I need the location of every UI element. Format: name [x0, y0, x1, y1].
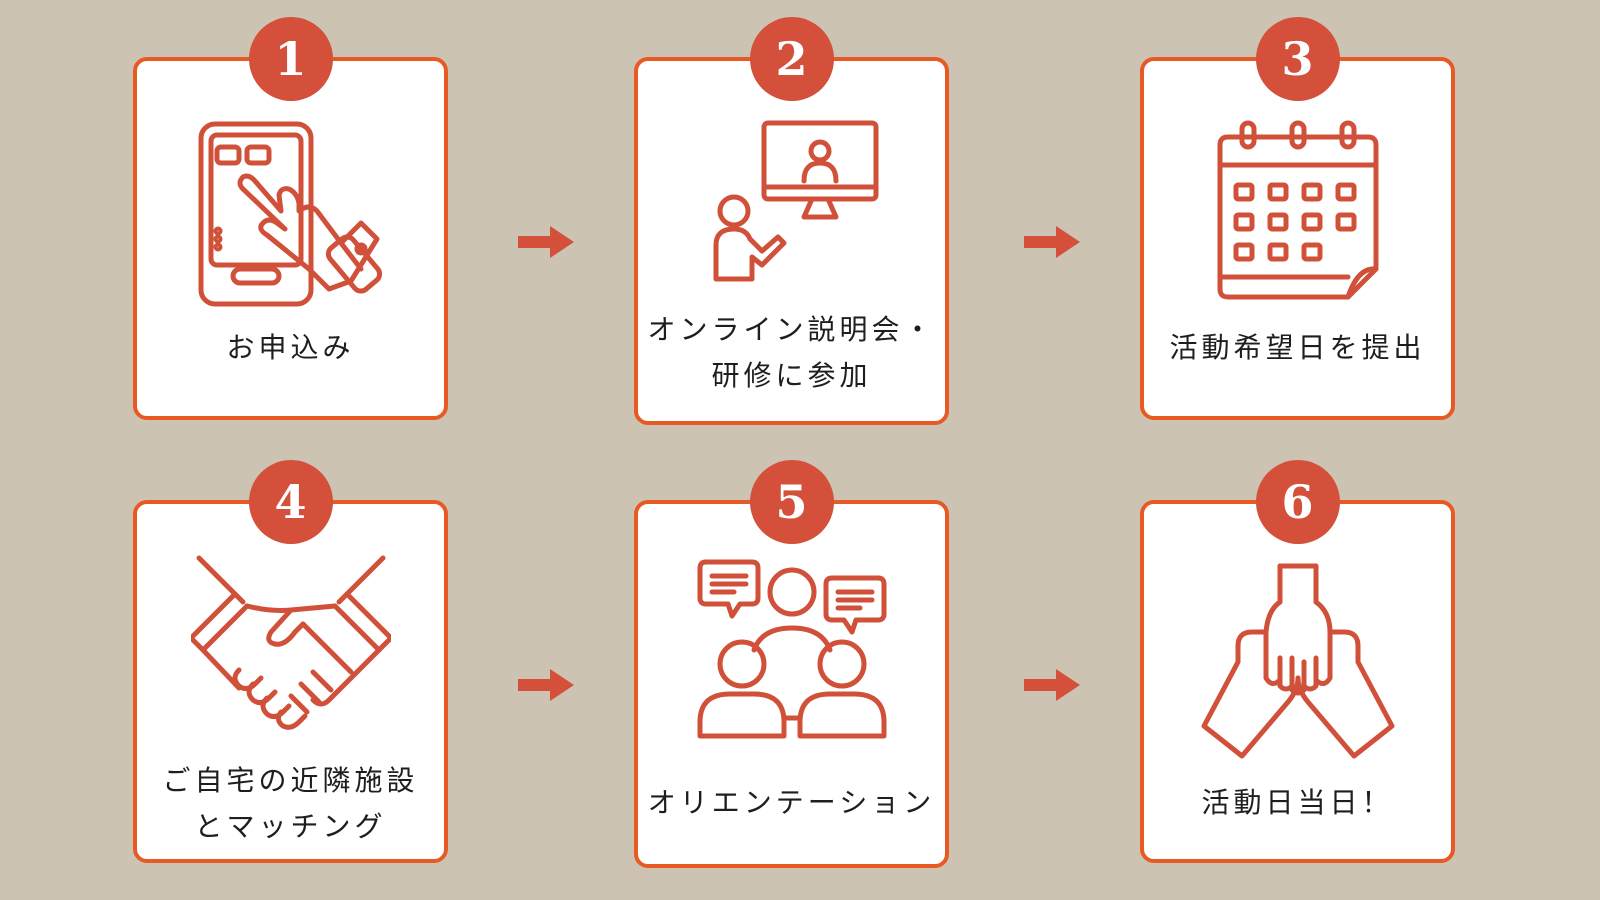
step-label: オンライン説明会・ 研修に参加	[647, 313, 936, 392]
group-discussion-icon	[692, 558, 892, 758]
online-seminar-icon	[692, 119, 892, 319]
arrow-right-icon	[1022, 222, 1082, 262]
step-card-5: 5 オリエンテーション	[634, 460, 949, 868]
step-card-3: 3 活動希望日を提出	[1140, 17, 1455, 420]
arrow-right-icon	[516, 665, 576, 705]
step-label: 活動希望日を提出	[1169, 331, 1426, 364]
handshake-icon	[190, 550, 391, 750]
stacked-hands-icon	[1198, 562, 1398, 762]
step-number-badge: 1	[248, 17, 333, 101]
calendar-icon	[1198, 119, 1398, 319]
step-number-badge: 5	[749, 460, 834, 544]
tap-phone-icon	[191, 119, 391, 319]
step-number-badge: 6	[1255, 460, 1340, 544]
arrow-right-icon	[1022, 665, 1082, 705]
step-number-badge: 2	[749, 17, 834, 101]
step-label: オリエンテーション	[647, 786, 936, 819]
step-card-1: 1 お申込み	[133, 17, 448, 420]
step-label: お申込み	[226, 331, 355, 364]
arrow-right-icon	[516, 222, 576, 262]
step-number-badge: 4	[248, 460, 333, 544]
step-label: 活動日当日！	[1201, 786, 1394, 819]
step-number-badge: 3	[1255, 17, 1340, 101]
step-card-6: 6 活動日当日！	[1140, 460, 1455, 863]
step-card-2: 2 オンライン説明会・ 研修に参加	[634, 17, 949, 425]
step-label: ご自宅の近隣施設 とマッチング	[162, 764, 419, 843]
step-card-4: 4 ご自宅の近隣施設 とマッチング	[133, 460, 448, 863]
